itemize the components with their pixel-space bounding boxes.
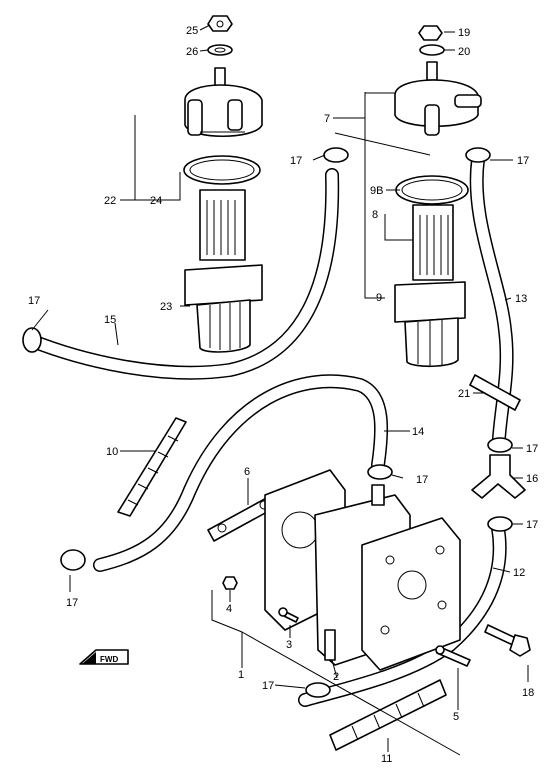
callout-6: 6 [244,466,250,478]
leader-lines [31,24,529,756]
callout-19: 19 [458,27,470,39]
callout-24: 24 [150,195,162,207]
callout-9: 9 [376,292,382,304]
callout-labels: 25 26 19 20 7 17 17 22 24 9B 8 17 15 23 … [28,25,538,765]
callout-23: 23 [160,301,172,313]
callout-7: 7 [324,113,330,125]
filter-cup-9 [394,281,466,368]
callout-12: 12 [513,567,525,579]
clamp-21 [469,374,521,411]
callout-17-top-right: 17 [517,155,529,167]
callout-11: 11 [381,753,392,765]
protector-10 [117,417,187,517]
fwd-label: FWD [100,655,118,664]
callout-8: 8 [372,209,378,221]
callout-4: 4 [226,603,232,615]
fuel-hose-14 [93,374,389,572]
callout-17-top-left: 17 [290,155,302,167]
filter-cap-7 [394,61,482,136]
bolt-5 [435,645,471,667]
callout-2: 2 [333,671,339,683]
callout-10: 10 [106,446,118,458]
y-joint-16 [471,454,526,499]
callout-17-bottom: 17 [262,680,274,692]
clip-17-left [22,327,42,353]
clip-17-right-upper [487,437,513,453]
callout-21: 21 [458,388,470,400]
callout-5: 5 [453,711,459,723]
callout-17-right-upper: 17 [526,443,538,455]
callout-1: 1 [238,669,244,681]
clip-17-right-lower [487,516,513,532]
callout-17-bottom-left: 17 [66,597,78,609]
callout-25: 25 [186,25,198,37]
clip-17-top-left [323,147,349,163]
callout-26: 26 [186,46,198,58]
callout-17-left: 17 [28,295,40,307]
fwd-direction-badge: FWD [79,649,129,665]
screw-4 [222,576,238,590]
callout-13: 13 [515,293,527,305]
clip-17-top-right [465,147,491,163]
callout-20: 20 [458,46,470,58]
o-ring-9b [395,175,469,205]
nut-19 [418,25,443,41]
callout-16: 16 [526,473,538,485]
callout-14: 14 [412,426,424,438]
filter-element-24 [199,189,246,261]
screw-3 [278,607,299,623]
callout-3: 3 [286,639,292,651]
callout-22: 22 [104,195,116,207]
clip-17-bottom [305,682,331,698]
nut-25 [207,15,233,32]
o-ring-24 [183,155,261,185]
bolt-18 [484,624,531,657]
callout-9b: 9B [370,185,383,197]
filter-cap-22 [184,67,263,138]
fuel-hose-15 [23,168,340,380]
callout-18: 18 [522,687,534,699]
filter-element-8 [412,204,454,281]
callout-17-right-lower: 17 [526,519,538,531]
washer-26 [207,44,233,56]
callout-17-mid: 17 [416,474,428,486]
clip-17-mid [367,464,393,480]
pump-cover-front [361,517,461,671]
filter-cup-23 [184,264,263,353]
callout-15: 15 [104,314,116,326]
washer-20 [419,44,445,56]
clip-17-bottom-left [60,549,86,571]
protector-11 [329,679,447,751]
